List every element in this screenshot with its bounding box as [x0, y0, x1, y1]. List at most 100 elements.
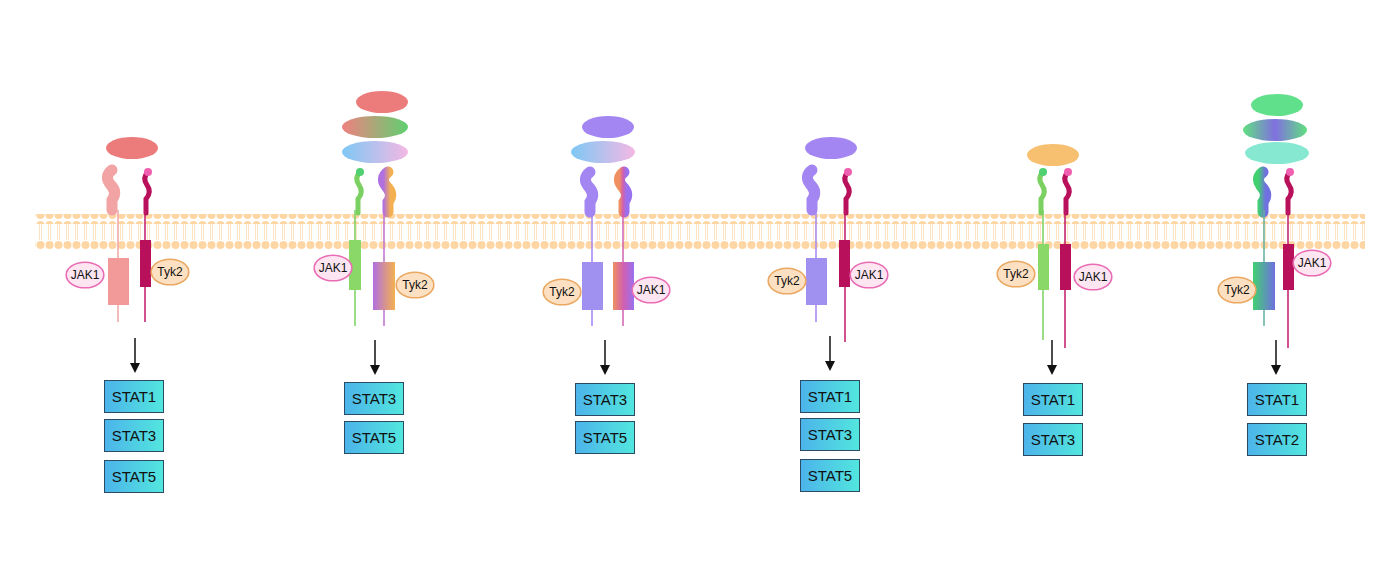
receptor-tip	[356, 168, 364, 176]
stat-box: STAT3	[1023, 423, 1083, 456]
receptor-chain	[1258, 172, 1265, 212]
tyk2-kinase: Tyk2	[395, 271, 435, 299]
kinase-label: Tyk2	[402, 278, 427, 292]
receptor-domain	[613, 262, 634, 310]
ligand	[1243, 119, 1307, 141]
kinase-ellipse	[314, 255, 352, 281]
receptor-domain	[1253, 262, 1275, 310]
jak1-kinase: JAK1	[849, 261, 889, 289]
receptor-domain	[806, 258, 827, 305]
kinase-ellipse	[997, 261, 1035, 287]
kinase-label: Tyk2	[549, 285, 574, 299]
stat-box: STAT1	[104, 380, 164, 413]
stat-box: STAT1	[1023, 383, 1083, 416]
membrane-heads	[35, 214, 1365, 224]
signal-arrow	[1275, 340, 1277, 370]
stat-label: STAT3	[112, 427, 156, 444]
kinase-label: Tyk2	[774, 274, 799, 288]
receptor-domain	[140, 240, 151, 287]
ligand	[582, 116, 634, 138]
stat-label: STAT1	[808, 388, 852, 405]
kinase-label: JAK1	[1079, 270, 1108, 284]
stat-box: STAT2	[1247, 423, 1307, 456]
kinase-ellipse	[1218, 277, 1256, 303]
kinase-label: Tyk2	[1003, 267, 1028, 281]
stat-label: STAT3	[583, 391, 627, 408]
ligand	[342, 141, 408, 163]
signal-arrow	[134, 338, 136, 368]
stat-box: STAT3	[800, 418, 860, 451]
jak1-kinase: JAK1	[313, 254, 353, 282]
kinase-label: JAK1	[319, 261, 348, 275]
jak1-kinase: JAK1	[1292, 249, 1332, 277]
receptor-domain	[839, 240, 850, 287]
receptor-domain	[1283, 244, 1294, 290]
kinase-ellipse	[1293, 250, 1331, 276]
kinase-ellipse	[1074, 264, 1112, 290]
kinase-ellipse	[396, 272, 434, 298]
receptor-chain	[145, 172, 150, 213]
membrane-heads	[35, 240, 1365, 250]
stat-box: STAT5	[104, 460, 164, 493]
receptor-chain	[1065, 172, 1070, 213]
kinase-label: JAK1	[637, 283, 666, 297]
signal-arrow	[374, 340, 376, 370]
kinase-label: JAK1	[1298, 256, 1327, 270]
stat-label: STAT5	[112, 468, 156, 485]
receptor-domain	[1038, 244, 1049, 290]
kinase-ellipse	[850, 262, 888, 288]
receptor-chain	[357, 172, 362, 213]
stat-label: STAT3	[808, 426, 852, 443]
stat-box: STAT1	[1247, 383, 1307, 416]
ligand	[356, 91, 408, 113]
stat-label: STAT3	[352, 390, 396, 407]
signal-arrow	[829, 336, 831, 366]
tyk2-kinase: Tyk2	[150, 258, 190, 286]
stat-box: STAT1	[800, 380, 860, 413]
receptor-domain	[373, 262, 395, 310]
ligand	[1245, 142, 1309, 164]
receptor-chain	[107, 170, 114, 210]
stat-label: STAT2	[1255, 431, 1299, 448]
jak1-kinase: JAK1	[65, 261, 105, 289]
receptor-chain	[383, 172, 390, 212]
receptor-chain	[1287, 172, 1292, 213]
receptor-chain	[845, 172, 850, 213]
receptor-chain	[585, 172, 592, 212]
receptor-tip	[1039, 168, 1047, 176]
receptor-chain	[807, 170, 814, 210]
tyk2-kinase: Tyk2	[1217, 276, 1257, 304]
signal-arrow	[1051, 340, 1053, 370]
kinase-label: JAK1	[855, 268, 884, 282]
stat-label: STAT5	[583, 429, 627, 446]
ligand	[106, 137, 158, 159]
stat-box: STAT3	[575, 383, 635, 416]
kinase-label: JAK1	[71, 268, 100, 282]
stat-box: STAT5	[800, 459, 860, 492]
stat-box: STAT3	[344, 382, 404, 415]
stat-label: STAT1	[1255, 391, 1299, 408]
stat-label: STAT5	[352, 429, 396, 446]
stat-box: STAT5	[344, 421, 404, 454]
ligand	[571, 141, 635, 163]
receptor-chain	[619, 172, 626, 212]
ligand	[805, 137, 857, 159]
receptor-domain	[1060, 244, 1071, 290]
stat-label: STAT3	[1031, 431, 1075, 448]
stat-box: STAT5	[575, 421, 635, 454]
tyk2-kinase: Tyk2	[767, 267, 807, 295]
jak1-kinase: JAK1	[631, 276, 671, 304]
receptor-tip	[1286, 168, 1294, 176]
stat-label: STAT5	[808, 467, 852, 484]
kinase-label: Tyk2	[157, 265, 182, 279]
tyk2-kinase: Tyk2	[542, 278, 582, 306]
stat-label: STAT1	[112, 388, 156, 405]
receptor-domain	[108, 258, 129, 305]
kinase-ellipse	[768, 268, 806, 294]
ligand	[342, 116, 408, 138]
receptor-tip	[844, 168, 852, 176]
kinase-ellipse	[66, 262, 104, 288]
kinase-ellipse	[151, 259, 189, 285]
